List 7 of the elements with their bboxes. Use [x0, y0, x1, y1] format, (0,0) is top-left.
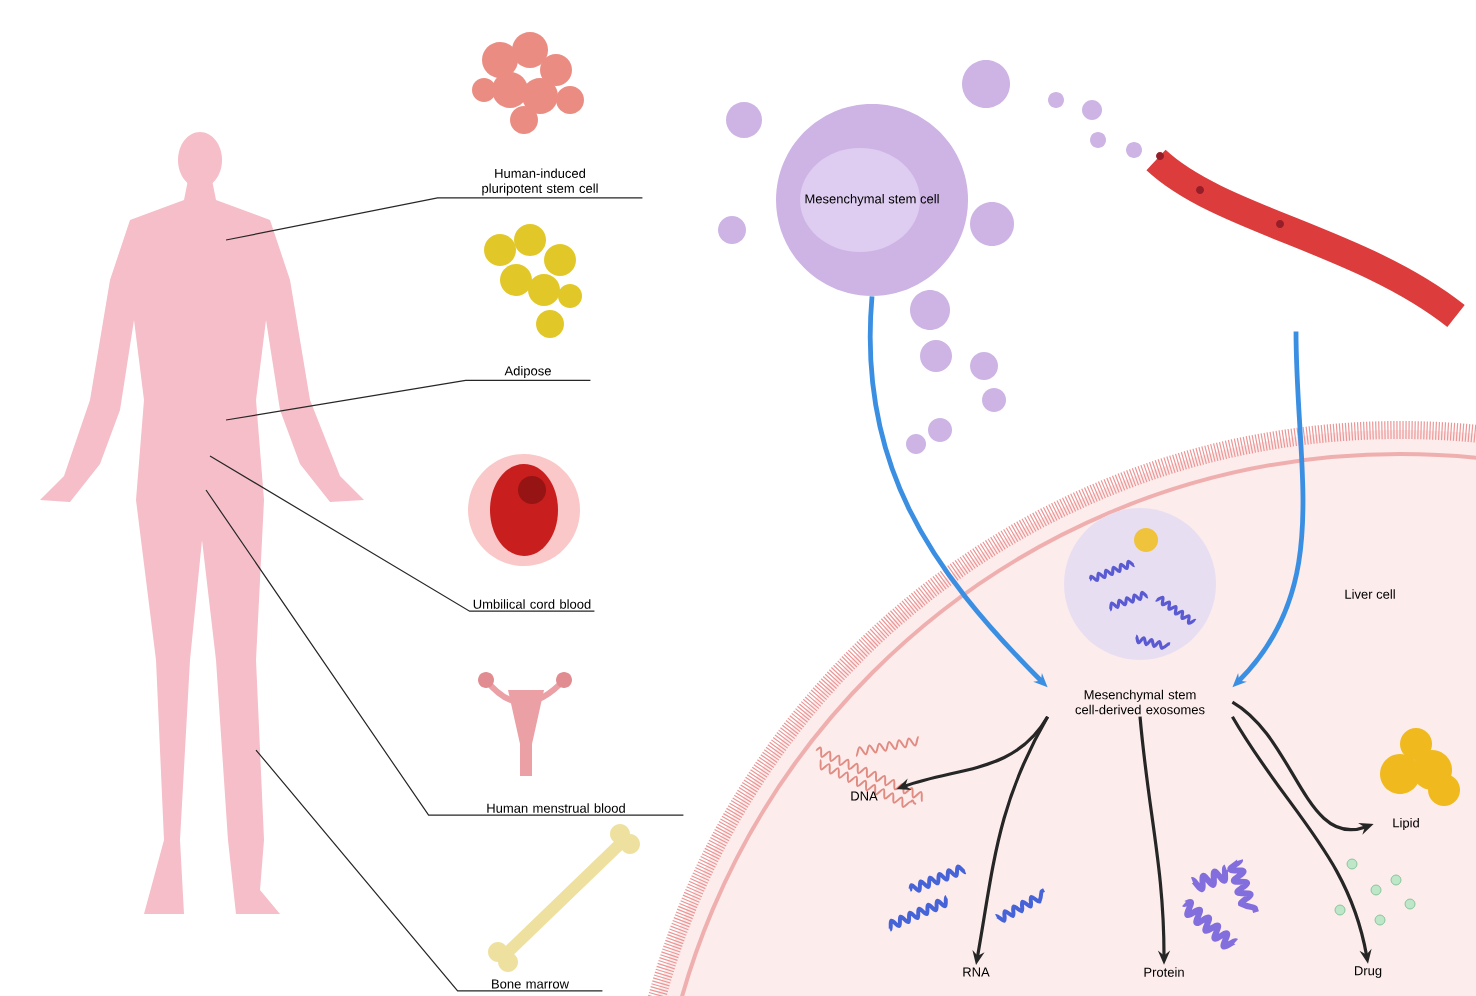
leader-line — [255, 749, 603, 992]
leader-line — [225, 197, 643, 241]
leader-line — [209, 455, 595, 612]
leader-line — [205, 489, 684, 816]
leader-line — [225, 379, 591, 421]
blood-vessel-drawing — [1147, 149, 1465, 328]
body-silhouette — [40, 132, 364, 914]
